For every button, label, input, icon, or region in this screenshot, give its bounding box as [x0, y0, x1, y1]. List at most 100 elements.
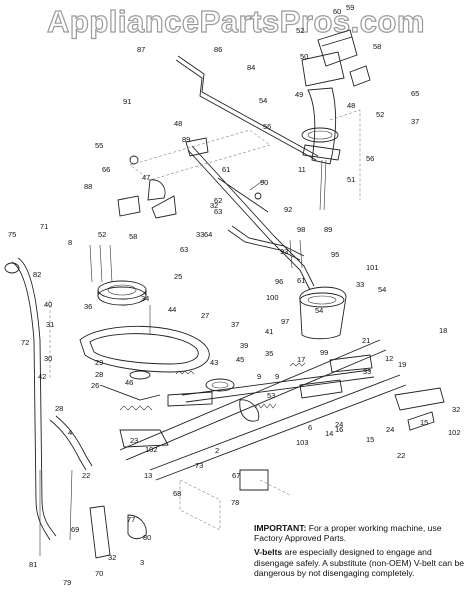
callout-96: 96 — [275, 277, 283, 286]
callout-67: 67 — [232, 471, 240, 480]
callout-61: 61 — [222, 165, 230, 174]
callout-27: 27 — [201, 311, 209, 320]
callout-29: 29 — [95, 358, 103, 367]
callout-32: 32 — [210, 201, 218, 210]
callout-79: 79 — [63, 578, 71, 587]
callout-47: 47 — [142, 173, 150, 182]
callout-51: 51 — [347, 175, 355, 184]
callout-30: 30 — [44, 354, 52, 363]
callout-52: 52 — [98, 230, 106, 239]
callout-71: 71 — [40, 222, 48, 231]
callout-49: 49 — [295, 90, 303, 99]
callout-59: 59 — [346, 3, 354, 12]
callout-3: 3 — [140, 558, 144, 567]
callout-61: 61 — [297, 276, 305, 285]
callout-9: 9 — [257, 372, 261, 381]
callout-26: 26 — [91, 381, 99, 390]
callout-25: 25 — [174, 272, 182, 281]
callout-45: 45 — [236, 355, 244, 364]
callout-87: 87 — [137, 45, 145, 54]
callout-101: 101 — [366, 263, 379, 272]
callout-32: 32 — [108, 553, 116, 562]
frame-rails — [119, 339, 445, 491]
callout-21: 21 — [362, 336, 370, 345]
callout-36: 36 — [84, 302, 92, 311]
callout-24: 24 — [386, 425, 394, 434]
callout-60: 60 — [333, 7, 341, 16]
callout-63: 63 — [214, 207, 222, 216]
control-brackets — [117, 137, 265, 219]
callout-48: 48 — [347, 101, 355, 110]
callout-18: 18 — [439, 326, 447, 335]
callout-33: 33 — [363, 367, 371, 376]
callout-69: 69 — [71, 525, 79, 534]
callout-102: 102 — [145, 445, 158, 454]
callout-64: 64 — [204, 230, 212, 239]
callout-39: 39 — [240, 341, 248, 350]
callout-75: 75 — [8, 230, 16, 239]
important-notice: IMPORTANT: For a proper working machine,… — [254, 523, 468, 582]
callout-55: 55 — [95, 141, 103, 150]
callout-58: 58 — [129, 232, 137, 241]
callout-14: 14 — [325, 429, 333, 438]
watermark-logo: AppliancePartsPros.com — [46, 3, 425, 39]
callout-100: 100 — [266, 293, 279, 302]
control-rods — [175, 55, 319, 291]
callout-15: 15 — [366, 435, 374, 444]
callout-53: 53 — [267, 391, 275, 400]
callout-40: 40 — [44, 300, 52, 309]
callout-22: 22 — [82, 471, 90, 480]
callout-12: 12 — [385, 354, 393, 363]
callout-56: 56 — [263, 122, 271, 131]
callout-82: 82 — [33, 270, 41, 279]
callout-80: 80 — [143, 533, 151, 542]
callout-54: 54 — [378, 285, 386, 294]
callout-73: 73 — [195, 461, 203, 470]
belt-and-pulley-assembly — [79, 280, 235, 401]
callout-78: 78 — [231, 498, 239, 507]
callout-11: 11 — [298, 165, 306, 174]
callout-98: 98 — [297, 225, 305, 234]
springs-and-cables — [39, 239, 306, 556]
callout-33: 33 — [356, 280, 364, 289]
callout-92: 92 — [284, 205, 292, 214]
callout-52: 52 — [296, 26, 304, 35]
callout-32: 32 — [452, 405, 460, 414]
callout-33: 33 — [196, 230, 204, 239]
callout-63: 63 — [180, 245, 188, 254]
callout-13: 13 — [144, 471, 152, 480]
callout-84: 84 — [247, 63, 255, 72]
callout-24: 24 — [335, 420, 343, 429]
callout-42: 42 — [38, 372, 46, 381]
callout-50: 50 — [300, 52, 308, 61]
callout-102: 102 — [448, 428, 461, 437]
dashed-outlines — [49, 109, 361, 531]
callout-52: 52 — [376, 110, 384, 119]
callout-89: 89 — [324, 225, 332, 234]
callout-6: 6 — [308, 423, 312, 432]
callout-46: 46 — [125, 378, 133, 387]
callout-23: 23 — [130, 436, 138, 445]
callout-34: 34 — [141, 294, 149, 303]
callout-41: 41 — [265, 327, 273, 336]
callout-95: 95 — [331, 250, 339, 259]
callout-70: 70 — [95, 569, 103, 578]
callout-35: 35 — [265, 349, 273, 358]
callout-9: 9 — [275, 372, 279, 381]
callout-4: 4 — [68, 428, 72, 437]
chute-assembly — [299, 29, 371, 340]
callout-16: 16 — [335, 425, 343, 434]
callout-65: 65 — [411, 89, 419, 98]
callout-28: 28 — [95, 370, 103, 379]
callout-28: 28 — [55, 404, 63, 413]
callout-19: 19 — [398, 360, 406, 369]
callout-22: 22 — [397, 451, 405, 460]
callout-81: 81 — [29, 560, 37, 569]
callout-43: 43 — [210, 358, 218, 367]
vbelts-text: are especially designed to engage and di… — [254, 547, 465, 578]
callout-68: 68 — [173, 489, 181, 498]
callout-62: 62 — [214, 196, 222, 205]
